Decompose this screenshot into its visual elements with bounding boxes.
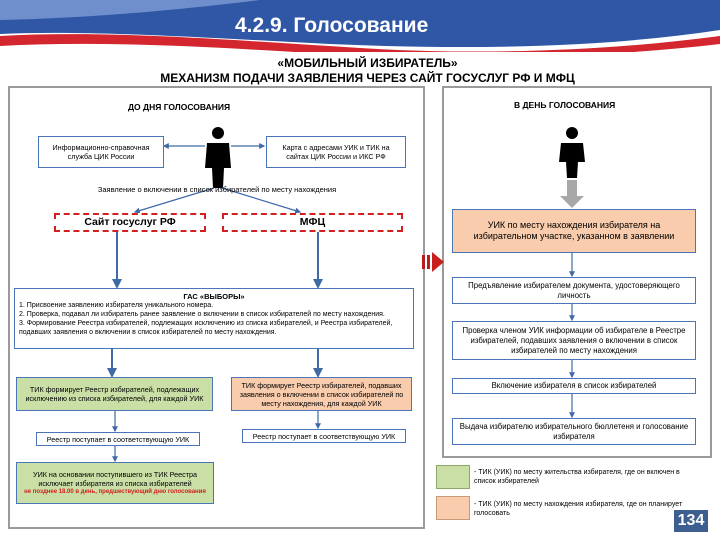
left-section-title: ДО ДНЯ ГОЛОСОВАНИЯ <box>128 102 231 112</box>
person-icon <box>205 127 231 188</box>
step-check-registry: Проверка членом УИК информации об избира… <box>452 321 696 360</box>
registry-left-box: Реестр поступает в соответствующую УИК <box>36 432 200 446</box>
gas-item: 1. Присвоение заявлению избирателя уника… <box>19 302 214 309</box>
step-issue-ballot: Выдача избирателю избирательного бюллете… <box>452 418 696 445</box>
gas-item: 2. Проверка, подавал ли избиратель ранее… <box>19 311 385 318</box>
red-transition-arrow <box>422 252 444 272</box>
info-service-box: Информационно-справочная служба ЦИК Росс… <box>38 136 164 168</box>
uik-deadline-text: не позднее 18.00 в день, предшествующий … <box>24 489 206 495</box>
tik-exclusion-box: ТИК формирует Реестр избирателей, подлеж… <box>16 377 213 411</box>
gas-item: 3. Формирование Реестра избирателей, под… <box>19 320 393 336</box>
step-include-voter: Включение избирателя в список избирателе… <box>452 378 696 394</box>
page-title: 4.2.9. Голосование <box>235 14 429 37</box>
gosuslugi-box: Сайт госуслуг РФ <box>54 213 206 232</box>
registry-right-box: Реестр поступает в соответствующую УИК <box>242 429 406 443</box>
step-present-document: Предъявление избирателем документа, удос… <box>452 277 696 304</box>
legend-green-text: - ТИК (УИК) по месту жительства избирате… <box>474 469 680 485</box>
uik-exclusion-box: УИК на основании поступившего из ТИК Рее… <box>16 462 214 504</box>
map-box: Карта с адресами УИК и ТИК на сайтах ЦИК… <box>266 136 406 168</box>
gas-title: ГАС «ВЫБОРЫ» <box>183 292 245 301</box>
tik-inclusion-box: ТИК формирует Реестр избирателей, подавш… <box>231 377 412 411</box>
mfc-box: МФЦ <box>222 213 403 232</box>
header-band <box>0 0 720 52</box>
legend-green-swatch <box>436 465 470 489</box>
page-number-badge: 134 <box>674 510 708 532</box>
person-icon-right <box>559 127 585 178</box>
gas-vybory-box: ГАС «ВЫБОРЫ» 1. Присвоение заявлению изб… <box>14 288 414 349</box>
gray-down-arrow <box>560 180 584 208</box>
right-section-title: В ДЕНЬ ГОЛОСОВАНИЯ <box>514 100 616 110</box>
uik-location-box: УИК по месту нахождения избирателя на из… <box>452 209 696 253</box>
uik-exclusion-text: УИК на основании поступившего из ТИК Рее… <box>33 470 197 488</box>
statement-label: Заявление о включении в список избирател… <box>97 185 337 194</box>
legend-orange-text: - ТИК (УИК) по месту нахождения избирате… <box>474 501 683 517</box>
header-flag-graphic <box>0 0 720 52</box>
subtitle-mechanism: МЕХАНИЗМ ПОДАЧИ ЗАЯВЛЕНИЯ ЧЕРЕЗ САЙТ ГОС… <box>160 71 575 85</box>
subtitle-mobile-voter: «МОБИЛЬНЫЙ ИЗБИРАТЕЛЬ» <box>277 56 458 70</box>
legend-orange-swatch <box>436 496 470 520</box>
